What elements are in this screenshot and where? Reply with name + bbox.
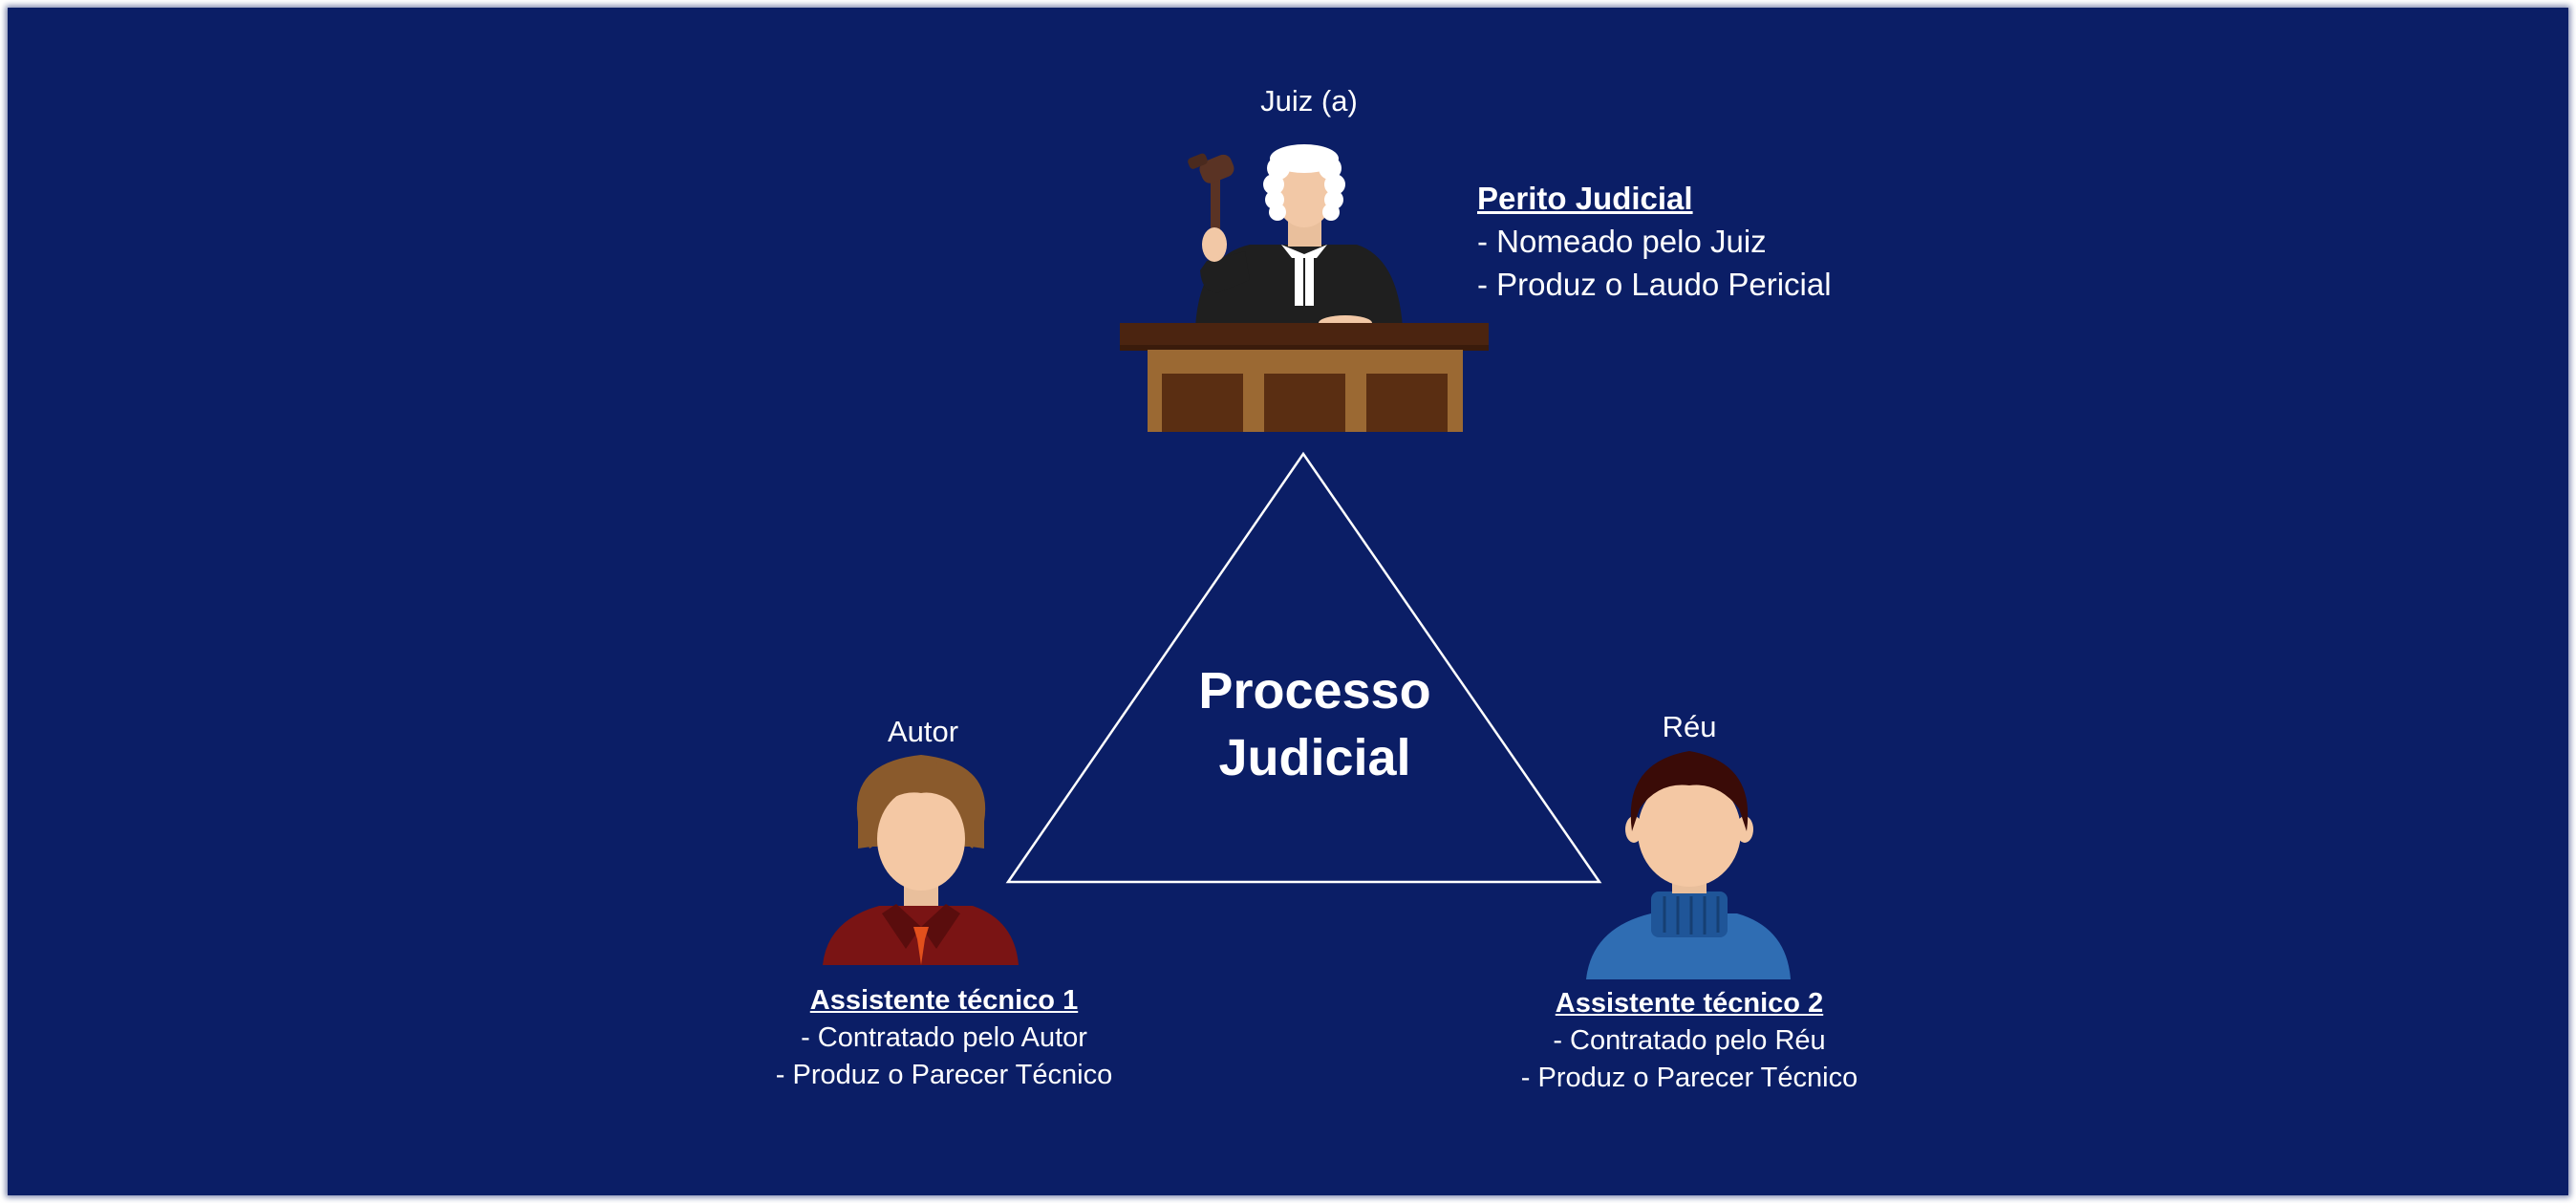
reu-label: Réu (1662, 710, 1717, 743)
assistente2-line-2: - Produz o Parecer Técnico (1520, 1063, 1858, 1093)
process-triangle (1005, 451, 1602, 884)
gavel-icon (1188, 153, 1234, 262)
reu-person-icon (1586, 751, 1791, 979)
diagram-canvas (823, 144, 1791, 979)
bench-icon (1120, 323, 1489, 432)
slide-background: Juiz (a) Autor Réu Processo Judicial Per… (8, 8, 2568, 1195)
assistente-tecnico-2-block: Assistente técnico 2 - Contratado pelo R… (1450, 985, 1928, 1097)
juiz-label: Juiz (a) (1260, 84, 1358, 118)
autor-person-icon (823, 755, 1019, 965)
process-title-line2: Judicial (1218, 729, 1411, 786)
process-title: Processo Judicial (1105, 657, 1525, 791)
assistente2-title: Assistente técnico 2 (1555, 988, 1824, 1019)
assistente1-line-2: - Produz o Parecer Técnico (775, 1060, 1113, 1090)
assistente-tecnico-1-block: Assistente técnico 1 - Contratado pelo A… (705, 982, 1183, 1094)
perito-line-2: - Produz o Laudo Pericial (1477, 267, 1832, 302)
judge-icon (1195, 144, 1403, 331)
process-title-line1: Processo (1198, 662, 1431, 720)
assistente2-line-1: - Contratado pelo Réu (1553, 1025, 1826, 1056)
assistente1-title: Assistente técnico 1 (809, 985, 1079, 1016)
perito-title: Perito Judicial (1477, 181, 1693, 216)
autor-label: Autor (887, 715, 959, 748)
perito-judicial-block: Perito Judicial - Nomeado pelo Juiz - Pr… (1477, 177, 1832, 306)
perito-line-1: - Nomeado pelo Juiz (1477, 224, 1767, 259)
assistente1-line-1: - Contratado pelo Autor (801, 1022, 1087, 1053)
